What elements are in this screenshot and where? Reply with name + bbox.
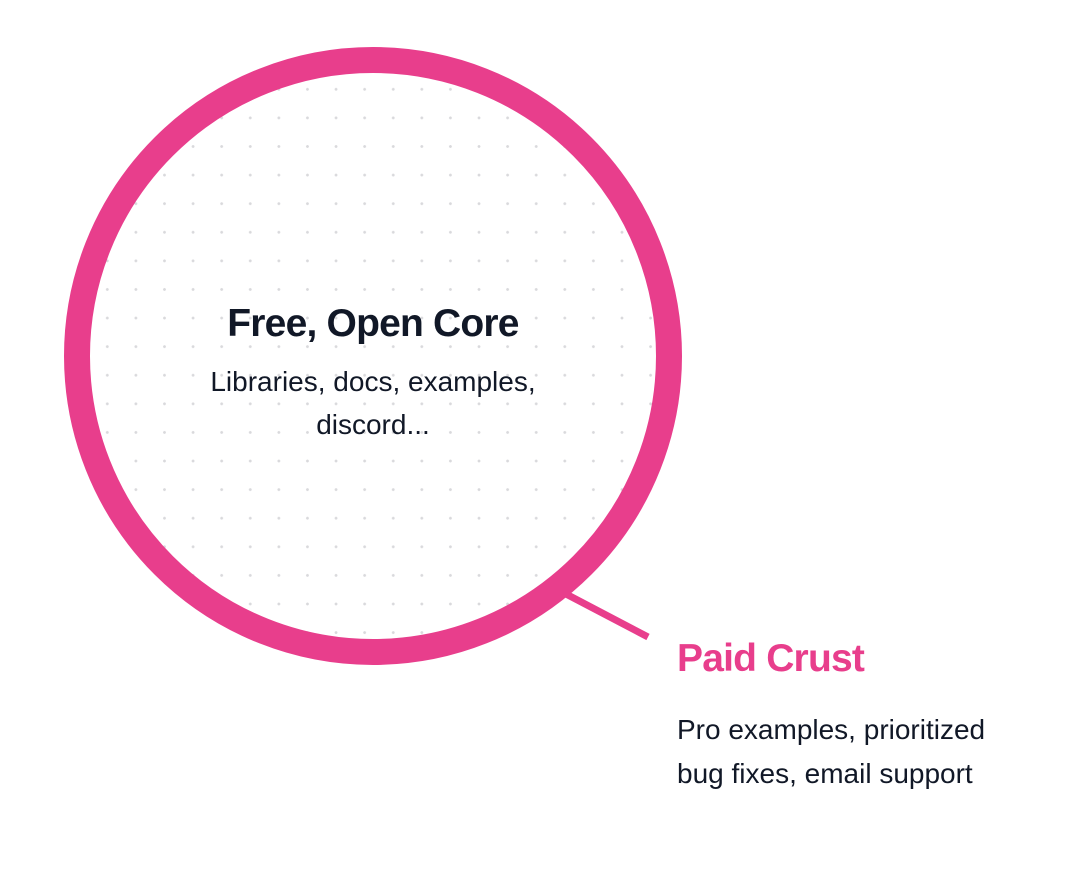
- crust-title: Paid Crust: [677, 637, 865, 680]
- core-description: Libraries, docs, examples, discord...: [210, 366, 536, 440]
- core-label-group: Free, Open Core Libraries, docs, example…: [64, 296, 682, 446]
- crust-description: Pro examples, prioritized bug fixes, ema…: [677, 714, 986, 789]
- crust-label-group: Paid Crust Pro examples, prioritized bug…: [677, 632, 1057, 796]
- core-title: Free, Open Core: [227, 302, 519, 345]
